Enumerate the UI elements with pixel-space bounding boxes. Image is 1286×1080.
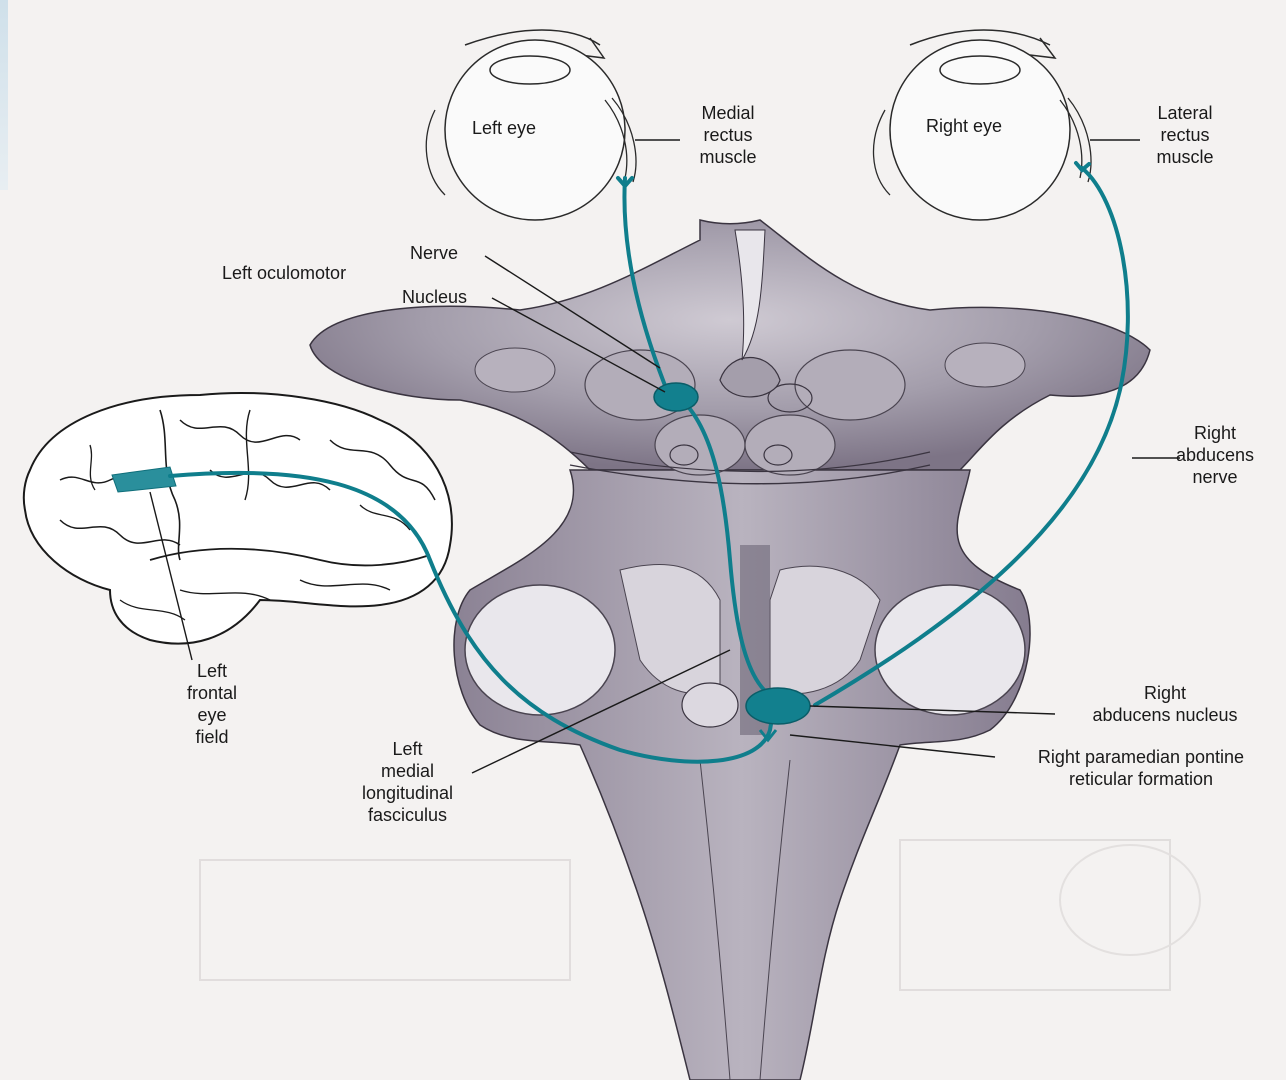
left-eye-label: Left eye (472, 117, 536, 139)
lateral-rectus-label: Lateral rectus muscle (1138, 102, 1232, 168)
right-pprf-label: Right paramedian pontine reticular forma… (998, 746, 1284, 790)
right-abducens-nucleus-label: Right abducens nucleus (1060, 682, 1270, 726)
right-abducens-nerve-label: Right abducens nerve (1170, 422, 1260, 488)
right-abducens-nucleus (746, 688, 810, 724)
left-cerebral-hemisphere (24, 393, 452, 644)
left-oculomotor-label: Left oculomotor (222, 262, 346, 284)
left-oculomotor-nucleus (654, 383, 698, 411)
nucleus-label: Nucleus (402, 286, 467, 308)
left-frontal-eye-field-label: Left frontal eye field (172, 660, 252, 748)
nerve-label: Nerve (410, 242, 458, 264)
left-mlf-label: Left medial longitudinal fasciculus (335, 738, 480, 826)
right-eye-label: Right eye (926, 115, 1002, 137)
medial-rectus-label: Medial rectus muscle (682, 102, 774, 168)
